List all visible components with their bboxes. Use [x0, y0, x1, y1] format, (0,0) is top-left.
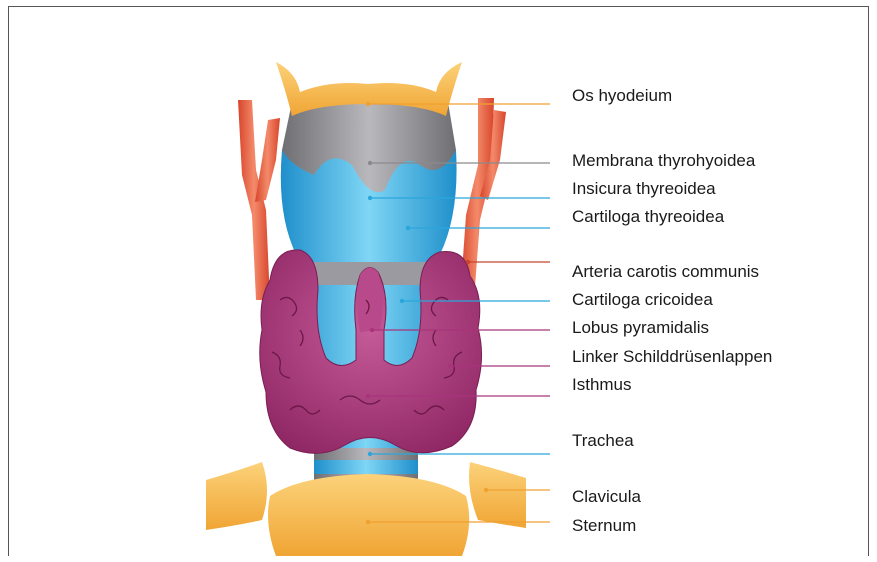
- sternum-bone: [268, 474, 469, 556]
- label-trachea: Trachea: [572, 431, 634, 451]
- thyroid-gland: [260, 250, 482, 453]
- left-clavicle: [206, 462, 267, 530]
- label-cartiloga-cricoidea: Cartiloga cricoidea: [572, 290, 713, 310]
- label-isthmus: Isthmus: [572, 375, 632, 395]
- label-linker-schilddruesenlappen: Linker Schilddrüsenlappen: [572, 347, 772, 367]
- right-clavicle: [469, 462, 526, 528]
- label-insicura-thyreoidea: Insicura thyreoidea: [572, 179, 716, 199]
- label-cartiloga-thyreoidea: Cartiloga thyreoidea: [572, 207, 724, 227]
- label-sternum: Sternum: [572, 516, 636, 536]
- label-clavicula: Clavicula: [572, 487, 641, 507]
- label-os-hyodeium: Os hyodeium: [572, 86, 672, 106]
- label-lobus-pyramidalis: Lobus pyramidalis: [572, 318, 709, 338]
- label-arteria-carotis-communis: Arteria carotis communis: [572, 262, 759, 282]
- label-membrana-thyrohyoidea: Membrana thyrohyoidea: [572, 151, 755, 171]
